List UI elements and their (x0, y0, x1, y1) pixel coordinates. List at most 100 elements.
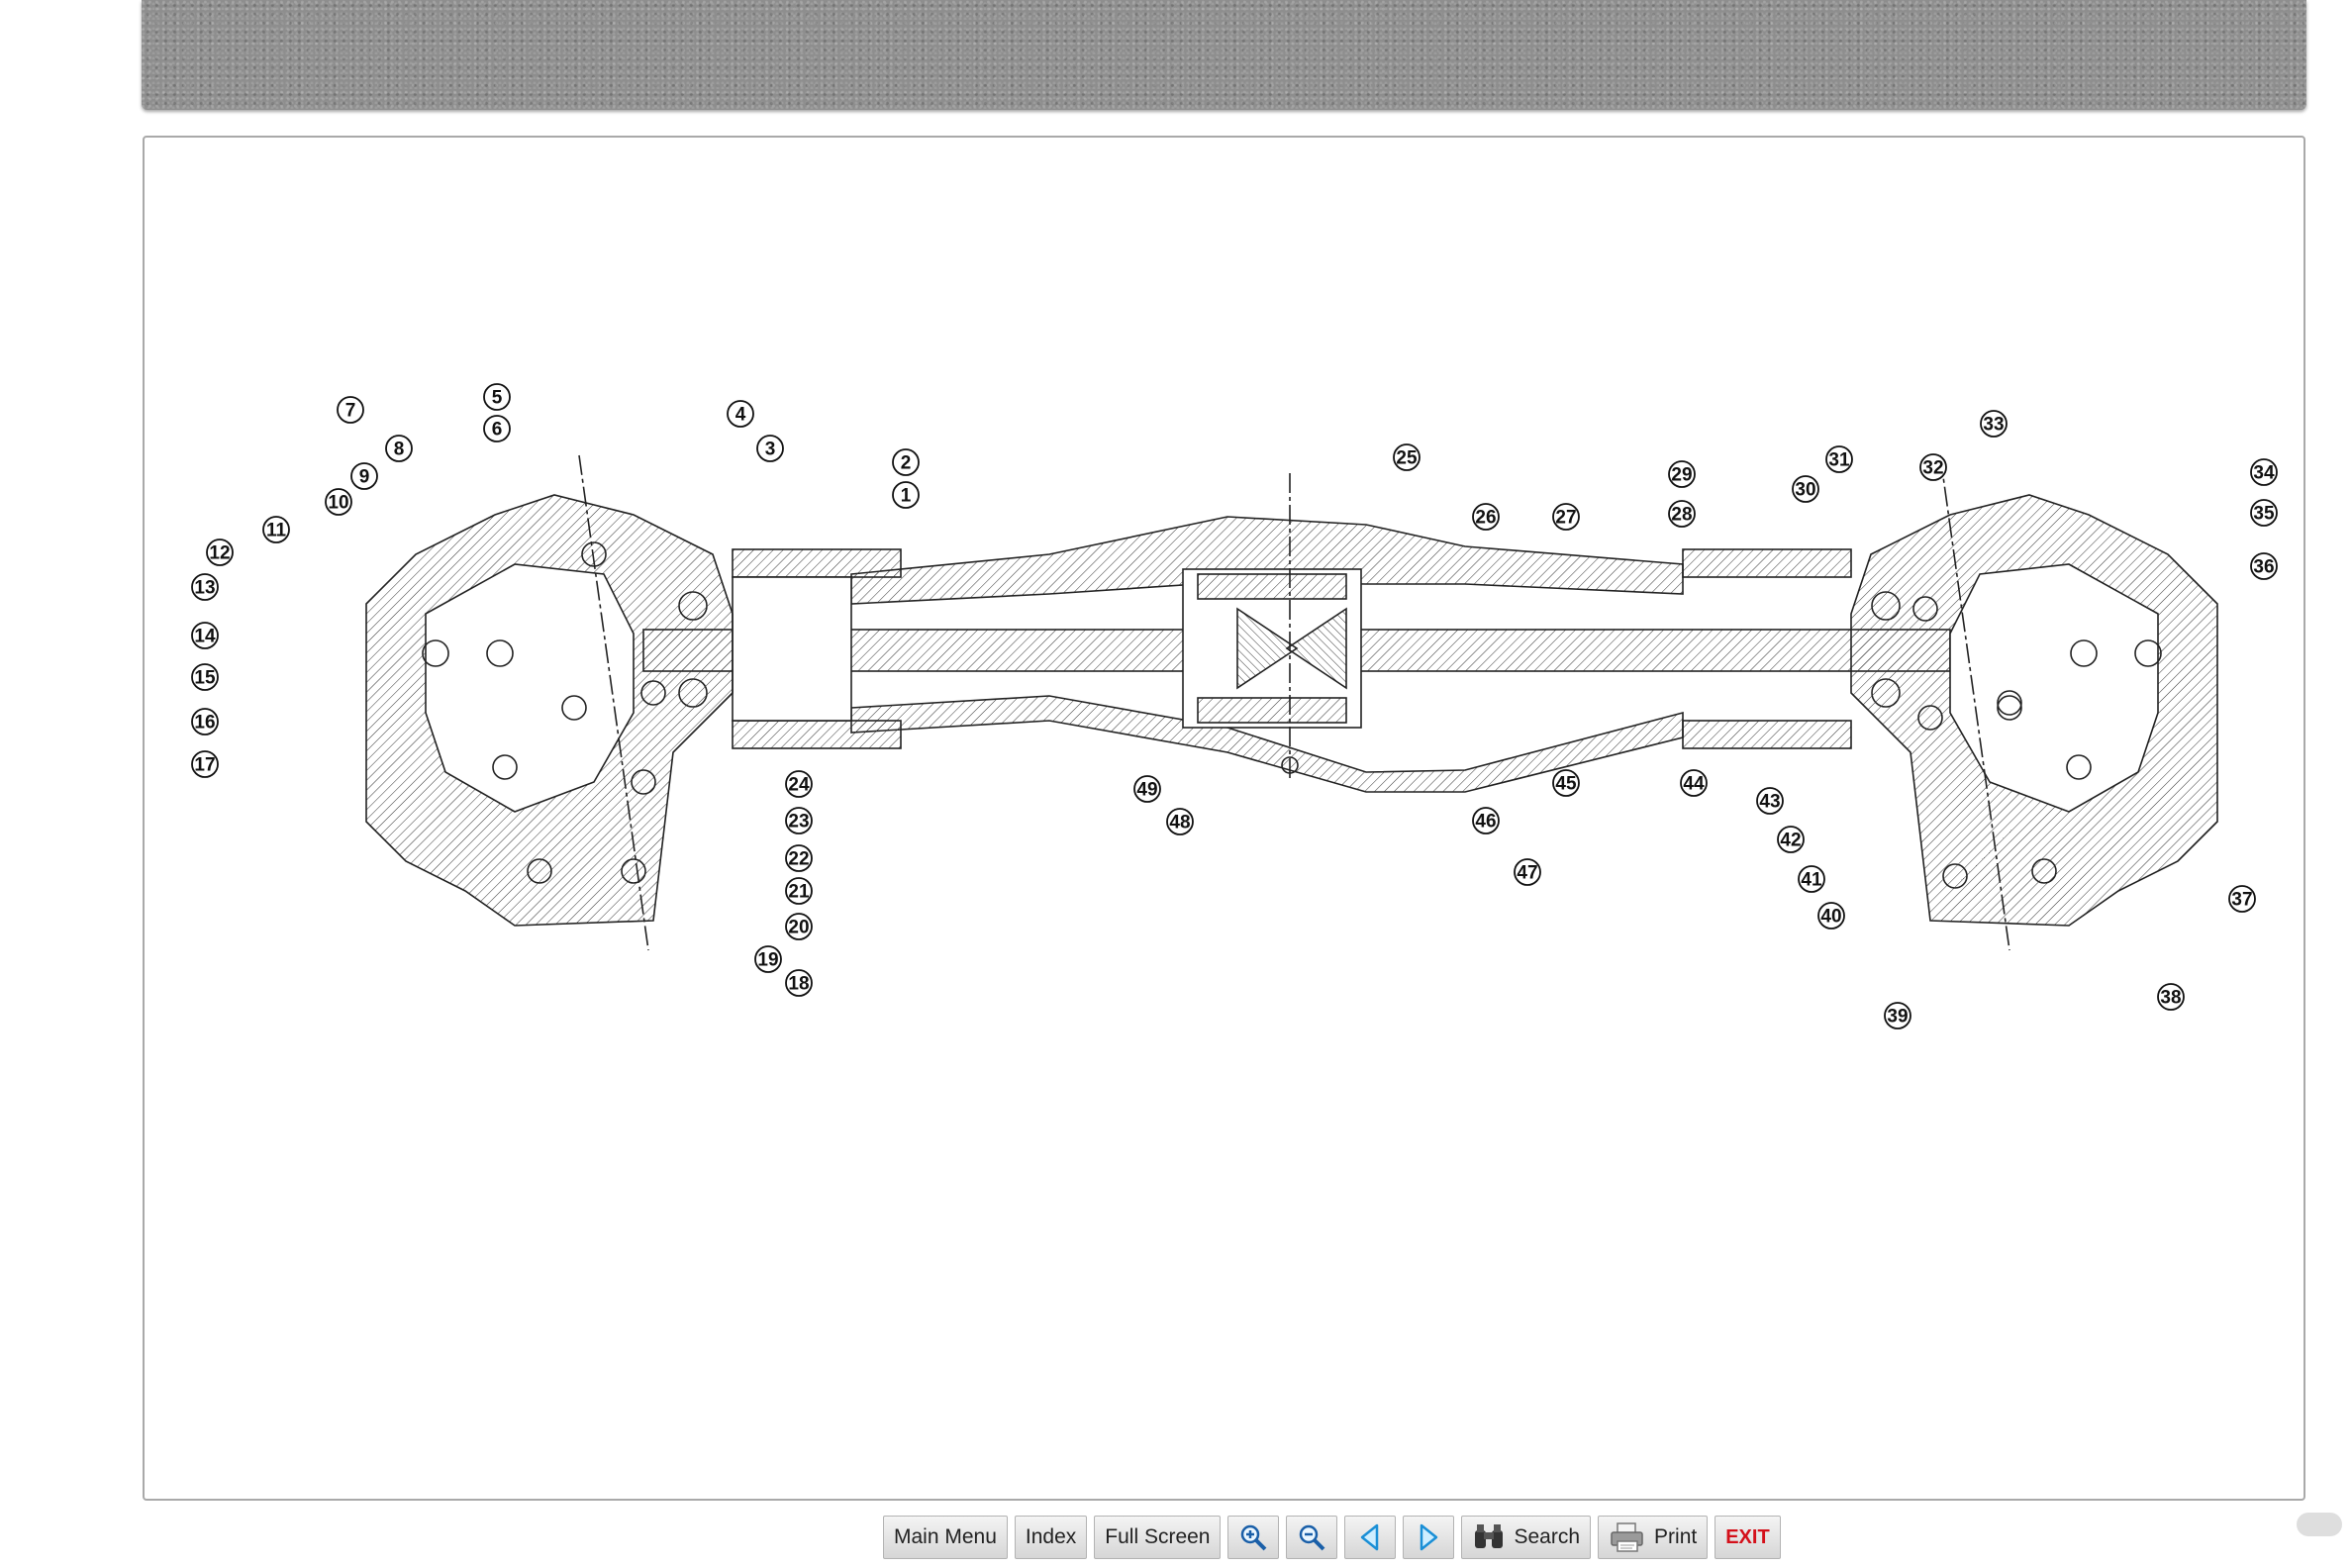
callout-label: 36 (2253, 557, 2274, 578)
callout-22: 22 (786, 845, 812, 871)
callout-35: 35 (2251, 500, 2277, 526)
callout-label: 34 (2253, 463, 2275, 484)
main-menu-button[interactable]: Main Menu (883, 1516, 1008, 1559)
callout-label: 45 (1555, 774, 1577, 795)
index-button[interactable]: Index (1015, 1516, 1087, 1559)
callout-38: 38 (2158, 984, 2184, 1010)
exit-label: EXIT (1725, 1526, 1769, 1549)
callout-label: 8 (394, 440, 405, 460)
callout-label: 3 (765, 440, 776, 460)
callout-26: 26 (1473, 504, 1499, 530)
binoculars-icon (1472, 1522, 1506, 1552)
callout-label: 35 (2253, 504, 2275, 525)
callout-1: 1 (893, 482, 919, 508)
callout-40: 40 (1818, 903, 1844, 929)
callout-label: 47 (1517, 863, 1537, 884)
callout-label: 24 (788, 775, 810, 796)
callout-label: 37 (2231, 890, 2252, 911)
callout-3: 3 (757, 436, 783, 461)
callout-label: 26 (1475, 508, 1496, 529)
callout-label: 16 (194, 713, 215, 734)
callout-label: 4 (735, 405, 746, 426)
callout-14: 14 (192, 623, 218, 648)
callout-28: 28 (1669, 501, 1695, 527)
callout-19: 19 (755, 946, 781, 972)
callout-label: 10 (328, 493, 348, 514)
callout-23: 23 (786, 808, 812, 833)
callout-label: 46 (1475, 812, 1496, 833)
callout-2: 2 (893, 449, 919, 475)
callout-label: 20 (788, 918, 809, 938)
print-button[interactable]: Print (1598, 1516, 1708, 1559)
callout-label: 30 (1795, 480, 1815, 501)
full-screen-label: Full Screen (1105, 1525, 1210, 1549)
corner-handle[interactable] (2297, 1513, 2342, 1536)
callout-13: 13 (192, 574, 218, 600)
zoom-out-button[interactable] (1286, 1516, 1337, 1559)
callout-5: 5 (484, 384, 510, 410)
search-button[interactable]: Search (1461, 1516, 1591, 1559)
callout-label: 23 (788, 812, 809, 833)
callout-32: 32 (1920, 454, 1946, 480)
zoom-in-icon (1238, 1522, 1268, 1552)
callout-27: 27 (1553, 504, 1579, 530)
callout-label: 17 (194, 755, 215, 776)
callout-25: 25 (1394, 444, 1420, 470)
callout-34: 34 (2251, 459, 2277, 485)
index-label: Index (1026, 1525, 1076, 1549)
callout-label: 32 (1922, 458, 1943, 479)
callout-20: 20 (786, 914, 812, 939)
callout-43: 43 (1757, 788, 1783, 814)
callout-12: 12 (207, 539, 233, 565)
callout-18: 18 (786, 970, 812, 996)
callout-47: 47 (1515, 859, 1540, 885)
zoom-out-icon (1297, 1522, 1326, 1552)
full-screen-button[interactable]: Full Screen (1094, 1516, 1221, 1559)
callout-49: 49 (1134, 776, 1160, 802)
callout-21: 21 (786, 878, 812, 904)
next-page-button[interactable] (1403, 1516, 1454, 1559)
callout-label: 2 (901, 453, 912, 474)
callout-label: 14 (194, 627, 216, 647)
callout-label: 1 (901, 486, 912, 507)
printer-icon (1609, 1521, 1646, 1553)
callout-label: 41 (1801, 870, 1822, 891)
callout-label: 44 (1683, 774, 1705, 795)
callout-label: 7 (345, 401, 356, 422)
callout-label: 18 (788, 974, 809, 995)
callout-42: 42 (1778, 827, 1804, 852)
exit-button[interactable]: EXIT (1715, 1516, 1780, 1559)
callout-7: 7 (338, 397, 363, 423)
arrow-left-icon (1357, 1522, 1383, 1552)
bottom-toolbar: Main Menu Index Full Screen (883, 1516, 1781, 1559)
print-label: Print (1654, 1525, 1697, 1549)
callout-label: 22 (788, 849, 809, 870)
callout-label: 27 (1555, 508, 1576, 529)
callout-33: 33 (1981, 411, 2007, 437)
callout-label: 5 (492, 388, 503, 409)
callout-label: 48 (1169, 813, 1190, 833)
callout-label: 38 (2160, 988, 2181, 1009)
search-label: Search (1514, 1525, 1580, 1549)
callout-4: 4 (728, 401, 753, 427)
callout-16: 16 (192, 709, 218, 735)
callout-17: 17 (192, 751, 218, 777)
callout-label: 33 (1983, 415, 2004, 436)
callout-label: 11 (266, 521, 287, 541)
main-menu-label: Main Menu (894, 1525, 997, 1549)
callout-9: 9 (351, 463, 377, 489)
callout-label: 15 (194, 668, 216, 689)
callout-label: 13 (194, 578, 215, 599)
previous-page-button[interactable] (1344, 1516, 1396, 1559)
callout-30: 30 (1793, 476, 1818, 502)
callout-6: 6 (484, 416, 510, 441)
callout-label: 31 (1828, 450, 1850, 471)
callout-39: 39 (1885, 1003, 1911, 1029)
callout-15: 15 (192, 664, 218, 690)
zoom-in-button[interactable] (1227, 1516, 1279, 1559)
arrow-right-icon (1416, 1522, 1441, 1552)
callout-label: 19 (757, 950, 778, 971)
callout-36: 36 (2251, 553, 2277, 579)
callout-label: 25 (1396, 448, 1418, 469)
